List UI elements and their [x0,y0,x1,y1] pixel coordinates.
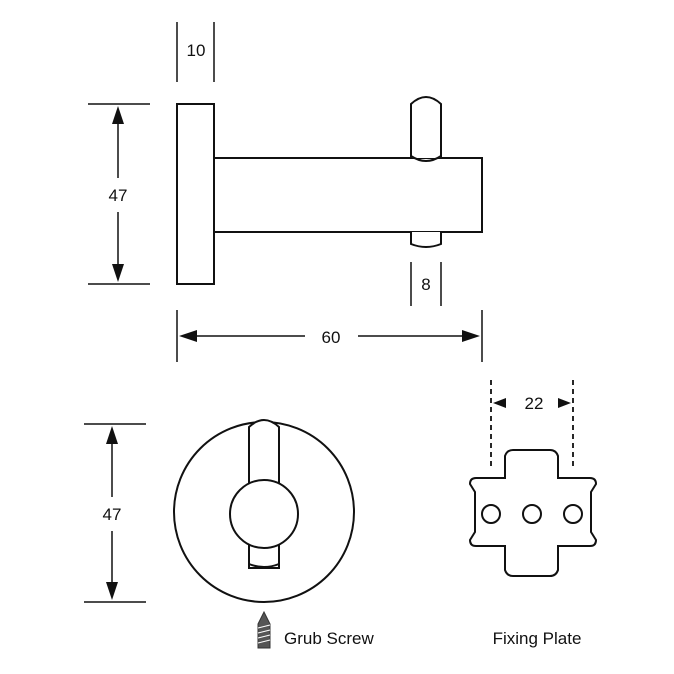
arrowhead-left [179,330,197,342]
grub-screw-icon [257,610,271,649]
fixing-hole-left [481,504,501,524]
front-view [173,419,355,603]
dimension-plate-spacing: 22 [490,380,574,468]
grub-screw-label: Grub Screw [284,629,374,648]
hook-peg-top [410,96,442,158]
arrowhead-up [106,426,118,444]
fixing-hole-center [522,504,542,524]
dimension-label-60: 60 [322,328,341,347]
arrowhead-down [112,264,124,282]
arrowhead-up [112,106,124,124]
dimension-height-side: 47 [88,103,150,285]
dimension-peg-diameter: 8 [410,262,442,306]
dimension-label-8: 8 [421,275,430,294]
fixing-hole-right [563,504,583,524]
fixing-plate-label: Fixing Plate [493,629,582,648]
hook-knob [229,479,299,549]
dimension-label-47-side: 47 [109,186,128,205]
dimension-backplate-thickness: 10 [176,22,215,82]
dimension-label-22: 22 [525,394,544,413]
side-view [176,96,483,285]
arrowhead-right [462,330,480,342]
hook-arm [213,157,483,233]
dimension-label-10: 10 [187,41,206,60]
arrowhead-down [106,582,118,600]
dimension-projection: 60 [176,310,483,362]
hook-peg-bottom [410,232,442,248]
hook-backplate [176,103,215,285]
arrowhead-right [558,398,571,408]
fixing-plate [468,449,598,577]
dimension-height-front: 47 [84,423,146,603]
arrowhead-left [493,398,506,408]
dimension-label-47-front: 47 [103,505,122,524]
